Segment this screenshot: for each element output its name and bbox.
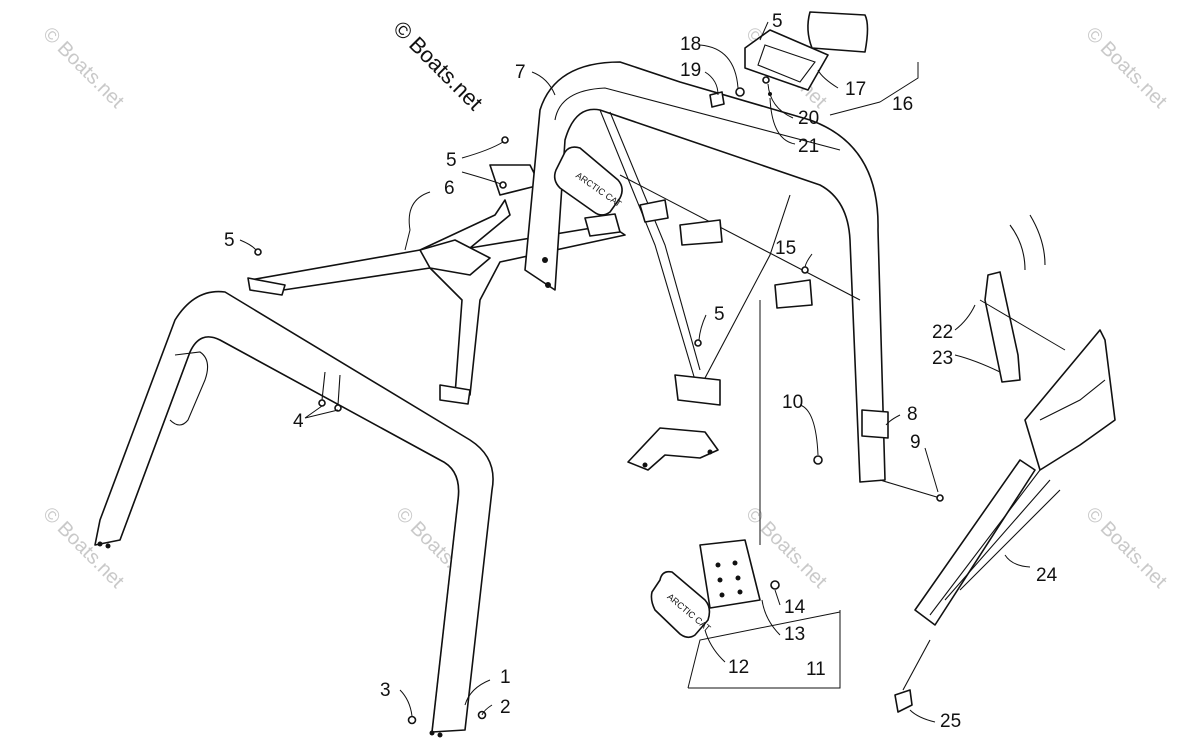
callout-15: 15 xyxy=(775,238,796,259)
tail-light-assembly xyxy=(709,11,869,108)
callout-22: 22 xyxy=(932,322,953,343)
side-net-assembly xyxy=(894,214,1116,713)
leader-lines xyxy=(239,21,1066,723)
reflector-plate-assembly: ARCTIC CAT xyxy=(650,539,780,639)
callout-8: 8 xyxy=(907,404,918,425)
rear-logo-plate: ARCTIC CAT xyxy=(553,146,624,216)
callout-24: 24 xyxy=(1036,565,1058,586)
callout-11: 11 xyxy=(806,659,826,680)
callout-13: 13 xyxy=(784,624,805,645)
callout-4: 4 xyxy=(293,411,304,432)
callout-9: 9 xyxy=(910,432,921,453)
watermark-main: © Boats.net xyxy=(388,16,487,115)
callout-1: 1 xyxy=(500,667,511,688)
callout-2: 2 xyxy=(500,697,511,718)
callout-5-top: 5 xyxy=(446,150,457,171)
callouts: 1 2 3 4 5 5 5 5 6 7 8 9 10 11 12 13 14 1… xyxy=(224,11,1058,732)
callout-18: 18 xyxy=(680,34,701,55)
watermark-top-right: © Boats.net xyxy=(1081,23,1171,113)
callout-19: 19 xyxy=(680,60,701,81)
callout-17: 17 xyxy=(845,79,866,100)
watermark-top-left: © Boats.net xyxy=(38,23,128,113)
bolt-and-nut xyxy=(813,455,944,502)
callout-6: 6 xyxy=(444,178,455,199)
callout-10: 10 xyxy=(782,392,803,413)
callout-5-tail: 5 xyxy=(772,11,783,32)
callout-5-center: 5 xyxy=(714,304,725,325)
small-hardware xyxy=(254,136,809,725)
callout-23: 23 xyxy=(932,348,953,369)
callout-3: 3 xyxy=(380,680,391,701)
callout-12: 12 xyxy=(728,657,749,678)
rear-roll-bar xyxy=(524,61,889,483)
callout-21: 21 xyxy=(798,136,819,157)
pin-set xyxy=(318,371,342,412)
callout-5-left: 5 xyxy=(224,230,235,251)
callout-7: 7 xyxy=(515,62,526,83)
front-roll-bar xyxy=(94,290,494,738)
callout-14: 14 xyxy=(784,597,806,618)
watermark-bottom-right: © Boats.net xyxy=(1081,503,1171,593)
callout-20: 20 xyxy=(798,108,819,129)
callout-16: 16 xyxy=(892,94,913,115)
callout-25: 25 xyxy=(940,711,961,732)
lower-bracket xyxy=(627,427,719,471)
